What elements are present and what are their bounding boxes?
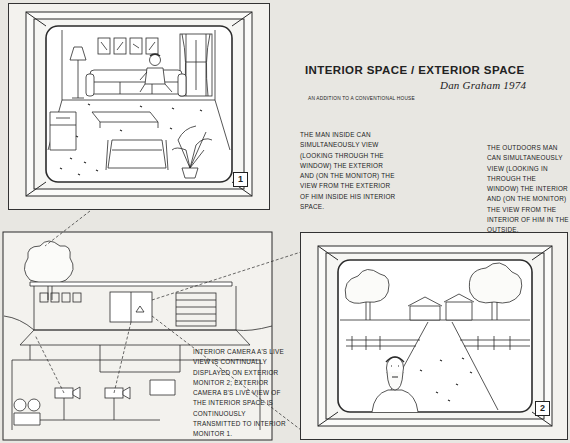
living-room-scene [172,126,212,168]
living-room-scene [150,55,161,66]
living-room-scene [182,168,198,178]
garden-scene [366,302,370,320]
living-room-scene [50,112,76,150]
exterior-monitor [300,232,568,440]
garden-scene [410,302,472,320]
house-drawing [176,300,216,321]
living-room-scene [100,122,158,128]
monitor-panel: 1 [8,3,270,210]
leader-line [114,322,131,393]
house-drawing [34,286,236,330]
house-drawing [51,293,59,302]
living-room-scene [60,104,202,175]
interior-monitor [26,12,252,196]
garden-scene [420,358,472,401]
house-drawing [30,345,180,372]
house-drawing [40,293,48,302]
house-drawing [4,316,272,331]
subtitle: AN ADDITION TO A CONVENTIONAL HOUSE [308,96,508,102]
house-drawing [123,387,130,399]
leader-line [45,211,90,246]
interior-monitor [26,12,252,196]
living-room-scene [48,30,230,178]
leader-line [35,335,64,393]
house-drawing [24,241,73,284]
signature: Dan Graham 1974 [440,78,550,92]
living-room-scene [70,47,86,60]
garden-scene [346,340,530,346]
house-drawing [110,292,152,322]
living-room-scene [50,118,76,125]
exterior-monitor [318,246,552,426]
exterior-monitor [300,232,568,440]
house-drawing [20,330,250,345]
leader-line [35,211,301,430]
living-room-scene [101,42,155,50]
house-drawing [176,293,216,326]
callout-number: 1 [233,172,248,187]
garden-scene [469,263,521,303]
monitor-panel: 2 [300,232,568,440]
note-text: THE OUTDOORS MAN CAN SIMULTANEOUSLY VIEW… [487,143,569,236]
exterior-monitor [318,246,552,426]
living-room-scene [106,140,168,170]
note-text: INTERIOR CAMERA A'S LIVE VIEW IS CONTINU… [193,347,293,440]
interior-monitor [8,3,270,210]
interior-monitor [34,19,244,189]
house-drawing [40,398,160,420]
garden-scene [408,294,474,306]
house-drawing [14,413,40,425]
house-drawing [14,399,26,411]
garden-scene [391,366,399,377]
house-section-panel [3,232,272,440]
exterior-monitor [326,253,544,419]
garden-scene [372,390,418,412]
garden-scene [345,269,389,303]
house-drawing [28,399,40,411]
garden-scene [352,336,510,350]
title: INTERIOR SPACE / EXTERIOR SPACE [305,64,525,76]
living-room-scene [62,30,215,100]
house-drawing [73,293,81,302]
living-room-scene [178,74,186,96]
living-room-scene [140,72,172,92]
house-drawing [62,293,70,302]
living-room-scene [90,70,182,94]
callout-number: 2 [535,401,550,416]
exterior-monitor [338,260,532,412]
house-section-panel [3,232,272,440]
leader-line [152,252,301,300]
living-room-scene [150,54,160,56]
interior-monitor [8,3,270,210]
interior-monitor [46,26,232,182]
garden-scene [386,357,404,362]
house-drawing [150,380,175,395]
garden-scene [387,372,403,390]
living-room-scene [86,74,94,96]
garden-scene [492,302,497,320]
house-drawing [131,292,144,322]
living-room-scene [145,68,165,84]
living-room-scene [186,34,206,96]
garden-scene [340,263,530,412]
living-room-scene [108,140,166,168]
living-room-scene [72,60,84,98]
note-text: THE MAN INSIDE CAN SIMULTANEOUSLY VIEW (… [300,130,398,212]
house-drawing [73,387,80,399]
living-room-scene [92,112,158,122]
